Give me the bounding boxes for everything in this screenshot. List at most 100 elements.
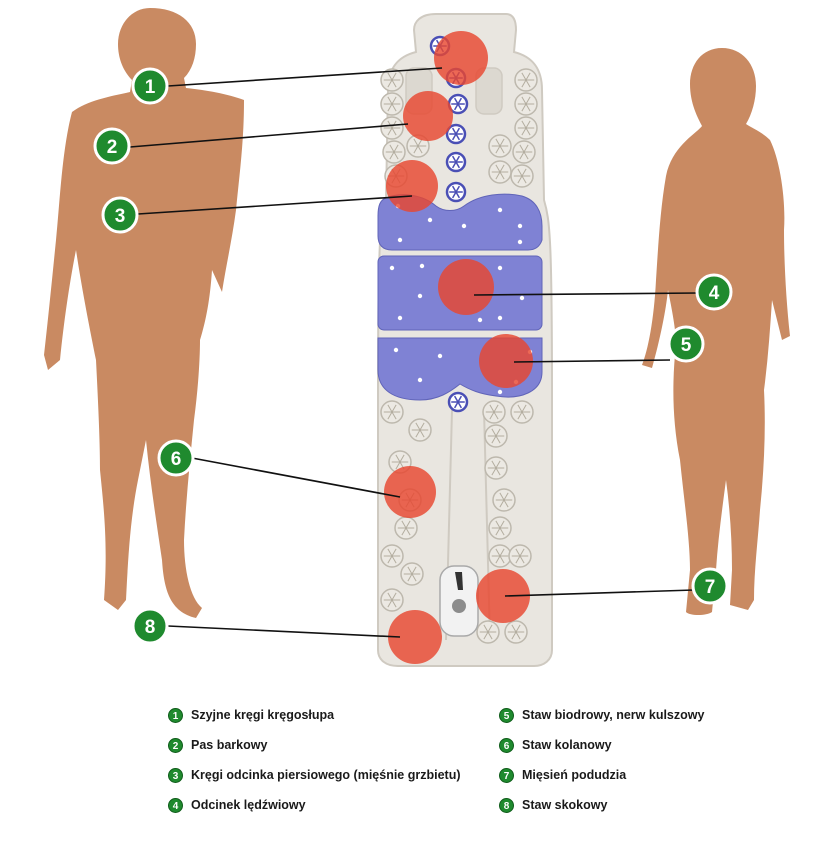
pad-dot <box>437 353 443 359</box>
zone-8-ankle <box>388 610 442 664</box>
legend-badge-5: 5 <box>499 707 514 723</box>
legend-label-5: Staw biodrowy, nerw kulszowy <box>522 708 705 722</box>
spine-roller <box>445 123 467 145</box>
spine-roller <box>447 391 469 413</box>
spine-roller <box>445 181 467 203</box>
pad-dot <box>477 317 483 323</box>
zone-5-hip <box>479 334 533 388</box>
zone-2-shoulder <box>403 91 453 141</box>
badge-6: 6 <box>157 439 195 477</box>
massage-roller <box>488 160 512 184</box>
legend-badge-6: 6 <box>499 737 514 753</box>
pad-dot <box>461 223 467 229</box>
pad-dot <box>419 263 425 269</box>
svg-text:2: 2 <box>107 137 118 158</box>
badge-3: 3 <box>101 196 139 234</box>
legend-badge-7: 7 <box>499 767 514 783</box>
leader-line-3 <box>137 195 413 215</box>
massage-roller <box>380 68 404 92</box>
legend-item-7: 7 Mięsień podudzia <box>499 760 704 790</box>
massage-roller <box>408 418 432 442</box>
zone-7-calf <box>476 569 530 623</box>
legend-badge-1: 1 <box>168 707 183 723</box>
pad-dot <box>497 389 503 395</box>
legend-item-4: 4 Odcinek lędźwiowy <box>168 790 461 820</box>
massage-roller <box>482 400 506 424</box>
foot-control-knob <box>452 599 466 613</box>
pad-dot <box>389 265 395 271</box>
legend-item-1: 1 Szyjne kręgi kręgosłupa <box>168 700 461 730</box>
massage-roller <box>510 164 534 188</box>
zone-6-knee <box>384 466 436 518</box>
zone-3-thoracic <box>386 160 438 212</box>
svg-text:1: 1 <box>145 77 156 98</box>
legend: 1 Szyjne kręgi kręgosłupa 2 Pas barkowy … <box>0 700 823 830</box>
massage-roller <box>382 140 406 164</box>
legend-label-1: Szyjne kręgi kręgosłupa <box>191 708 335 722</box>
svg-text:5: 5 <box>681 335 692 356</box>
pad-dot <box>427 217 433 223</box>
legend-label-2: Pas barkowy <box>191 738 268 752</box>
legend-label-8: Staw skokowy <box>522 798 608 812</box>
massage-roller <box>484 456 508 480</box>
badge-2: 2 <box>93 127 131 165</box>
svg-text:8: 8 <box>145 617 156 638</box>
legend-item-5: 5 Staw biodrowy, nerw kulszowy <box>499 700 704 730</box>
leader-line-5 <box>513 359 671 363</box>
female-silhouette <box>642 48 790 615</box>
leader-line-6 <box>191 457 401 498</box>
leader-line-8 <box>167 625 401 638</box>
massage-roller <box>380 116 404 140</box>
legend-badge-3: 3 <box>168 767 183 783</box>
legend-item-6: 6 Staw kolanowy <box>499 730 704 760</box>
badge-8: 8 <box>131 607 169 645</box>
foot-control-lever <box>455 572 463 590</box>
legend-item-2: 2 Pas barkowy <box>168 730 461 760</box>
male-silhouette <box>44 8 244 618</box>
massage-roller <box>508 544 532 568</box>
legend-badge-2: 2 <box>168 737 183 753</box>
massage-roller <box>394 516 418 540</box>
zone-4-lumbar <box>438 259 494 315</box>
pad-dot <box>417 377 423 383</box>
massage-roller <box>512 140 536 164</box>
massage-roller <box>400 562 424 586</box>
massage-roller <box>504 620 528 644</box>
legend-item-8: 8 Staw skokowy <box>499 790 704 820</box>
svg-text:6: 6 <box>171 449 182 470</box>
massage-roller <box>514 92 538 116</box>
pad-dot <box>393 347 399 353</box>
legend-label-6: Staw kolanowy <box>522 738 612 752</box>
pad-dot <box>397 237 403 243</box>
massage-roller <box>380 92 404 116</box>
legend-badge-4: 4 <box>168 797 183 813</box>
massage-roller <box>380 544 404 568</box>
massage-roller <box>476 620 500 644</box>
massage-roller <box>380 400 404 424</box>
leader-line-1 <box>167 67 443 87</box>
badge-5: 5 <box>667 325 705 363</box>
svg-text:3: 3 <box>115 206 126 227</box>
massage-roller <box>380 588 404 612</box>
pad-dot <box>497 265 503 271</box>
legend-column-left: 1 Szyjne kręgi kręgosłupa 2 Pas barkowy … <box>168 700 461 820</box>
spine-roller <box>445 151 467 173</box>
right-shoulder-plate <box>475 67 503 115</box>
massage-roller <box>488 134 512 158</box>
pad-dot <box>417 293 423 299</box>
legend-label-3: Kręgi odcinka piersiowego (mięśnie grzbi… <box>191 768 461 782</box>
legend-badge-8: 8 <box>499 797 514 813</box>
massage-roller <box>484 424 508 448</box>
legend-label-4: Odcinek lędźwiowy <box>191 798 306 812</box>
pad-dot <box>519 295 525 301</box>
badge-1: 1 <box>131 67 169 105</box>
massage-roller <box>488 516 512 540</box>
pad-dot <box>397 315 403 321</box>
leader-line-2 <box>129 123 409 148</box>
massage-roller <box>510 400 534 424</box>
pad-dot <box>497 207 503 213</box>
legend-label-7: Mięsień podudzia <box>522 768 627 782</box>
zone-1-cervical <box>434 31 488 85</box>
legend-item-3: 3 Kręgi odcinka piersiowego (mięśnie grz… <box>168 760 461 790</box>
massage-roller <box>514 116 538 140</box>
